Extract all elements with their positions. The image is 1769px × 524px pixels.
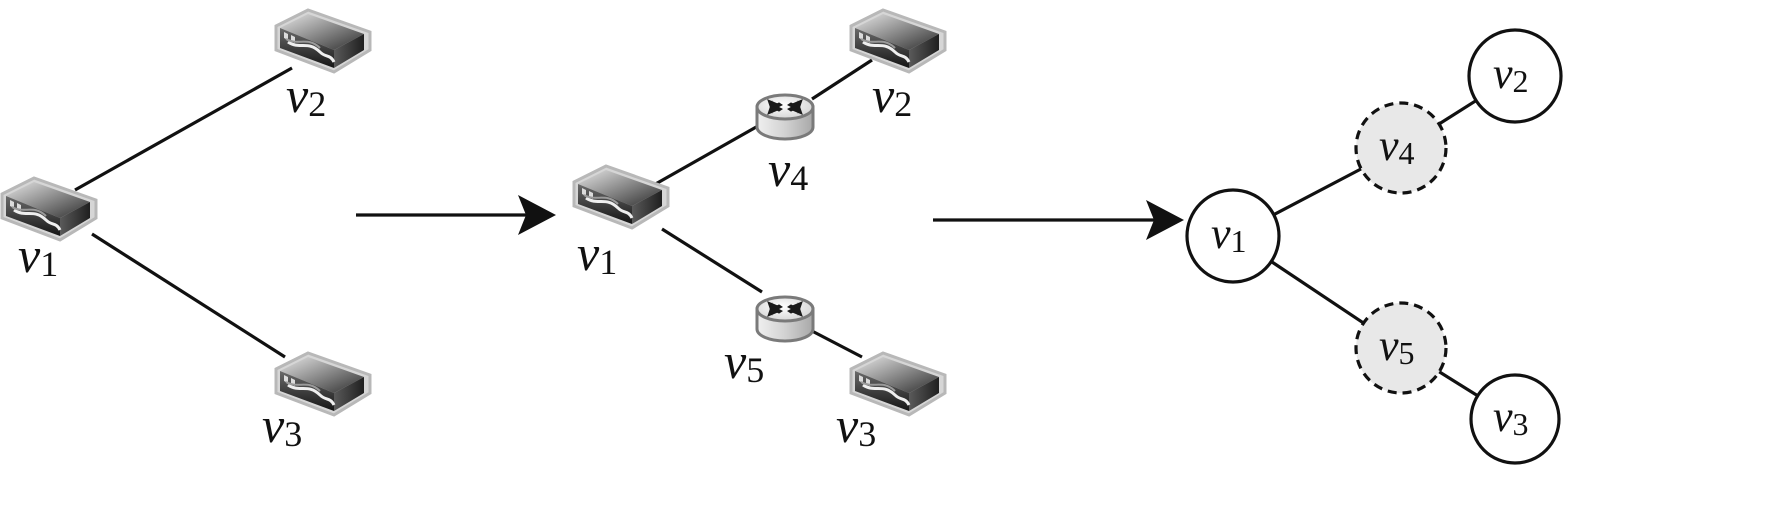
physical-node-v3-network-switch-icon	[274, 351, 372, 417]
with-routers-node-v1-network-switch-icon	[572, 164, 670, 230]
arrow-head-1	[518, 195, 556, 235]
with-routers-node-v5-label: v5	[724, 333, 764, 390]
with-routers-node-v4-label: v4	[768, 141, 808, 198]
edge-with-routers-v4-v2	[811, 58, 873, 101]
edge-graph-v5-v3	[1438, 370, 1479, 398]
with-routers-node-v1-label: v1	[577, 225, 617, 282]
physical-node-v2-network-switch-icon	[274, 8, 372, 74]
edge-graph-v1-v4	[1273, 167, 1362, 217]
graph-node-v5-virtual-circle	[1354, 301, 1448, 395]
with-routers-node-v3-label: v3	[836, 397, 876, 454]
physical-node-v2-label: v2	[286, 67, 326, 124]
edge-with-routers-v1-v4	[651, 124, 759, 188]
graph-node-v3-label: v3	[1493, 392, 1529, 442]
edge-with-routers-v1-v5	[661, 227, 763, 294]
edge-graph-v4-v2	[1438, 99, 1477, 126]
graph-node-v1-circle	[1185, 188, 1281, 284]
graph-node-v4-virtual-circle	[1354, 101, 1448, 195]
arrows-layer	[356, 195, 1184, 240]
physical-node-v3-label: v3	[262, 397, 302, 454]
physical-node-v1-network-switch-icon	[0, 176, 98, 242]
physical-node-v1-label: v1	[18, 227, 58, 284]
arrow-head-2	[1146, 200, 1184, 240]
with-routers-node-v5-router-icon	[755, 295, 815, 343]
graph-node-v2-circle	[1467, 28, 1563, 124]
with-routers-node-v2-label: v2	[872, 67, 912, 124]
with-routers-node-v2-network-switch-icon	[849, 8, 947, 74]
graph-node-v3-circle	[1469, 373, 1561, 465]
with-routers-node-v3-network-switch-icon	[849, 351, 947, 417]
edge-physical-v1-v2	[74, 66, 293, 192]
edge-with-routers-v5-v3	[811, 329, 863, 359]
edges-layer	[74, 58, 1479, 398]
with-routers-node-v4-router-icon	[755, 93, 815, 141]
edge-graph-v1-v5	[1270, 260, 1365, 325]
graph-node-v1-label: v1	[1211, 209, 1247, 259]
edge-physical-v1-v3	[91, 232, 286, 359]
nodes-layer	[0, 8, 1563, 465]
